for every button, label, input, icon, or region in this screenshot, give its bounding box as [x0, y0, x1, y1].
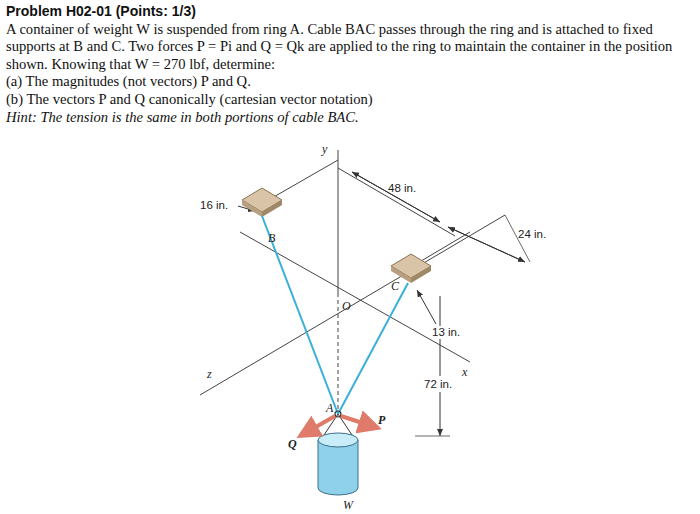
hint: Hint: The tension is the same in both po…	[6, 109, 694, 127]
dimension: 16 in.	[200, 199, 228, 212]
problem-text: Problem H02-01 (Points: 1/3)A container …	[6, 3, 694, 126]
point-label: A	[326, 402, 333, 415]
weight-label: W	[343, 499, 353, 512]
dimension: 48 in.	[388, 182, 416, 195]
problem-statement: A container of weight W is suspended fro…	[6, 21, 694, 74]
axis-label: y	[322, 143, 327, 156]
dimension: 72 in.	[423, 378, 453, 391]
force-label: P	[378, 414, 385, 427]
dimension: 13 in.	[431, 326, 461, 339]
dimension: 24 in.	[518, 228, 546, 241]
force-label: Q	[288, 438, 297, 451]
axis-label: x	[462, 366, 467, 379]
question-b: (b) The vectors P and Q canonically (car…	[6, 91, 694, 109]
question-a: (a) The magnitudes (not vectors) P and Q…	[6, 73, 694, 91]
support-b	[242, 188, 282, 217]
point-label: B	[268, 232, 275, 245]
axis-label: z	[207, 368, 212, 381]
problem-title: Problem H02-01 (Points: 1/3)	[6, 3, 694, 21]
point-label: C	[391, 280, 399, 293]
support-c	[391, 254, 431, 283]
point-label: O	[342, 300, 351, 313]
